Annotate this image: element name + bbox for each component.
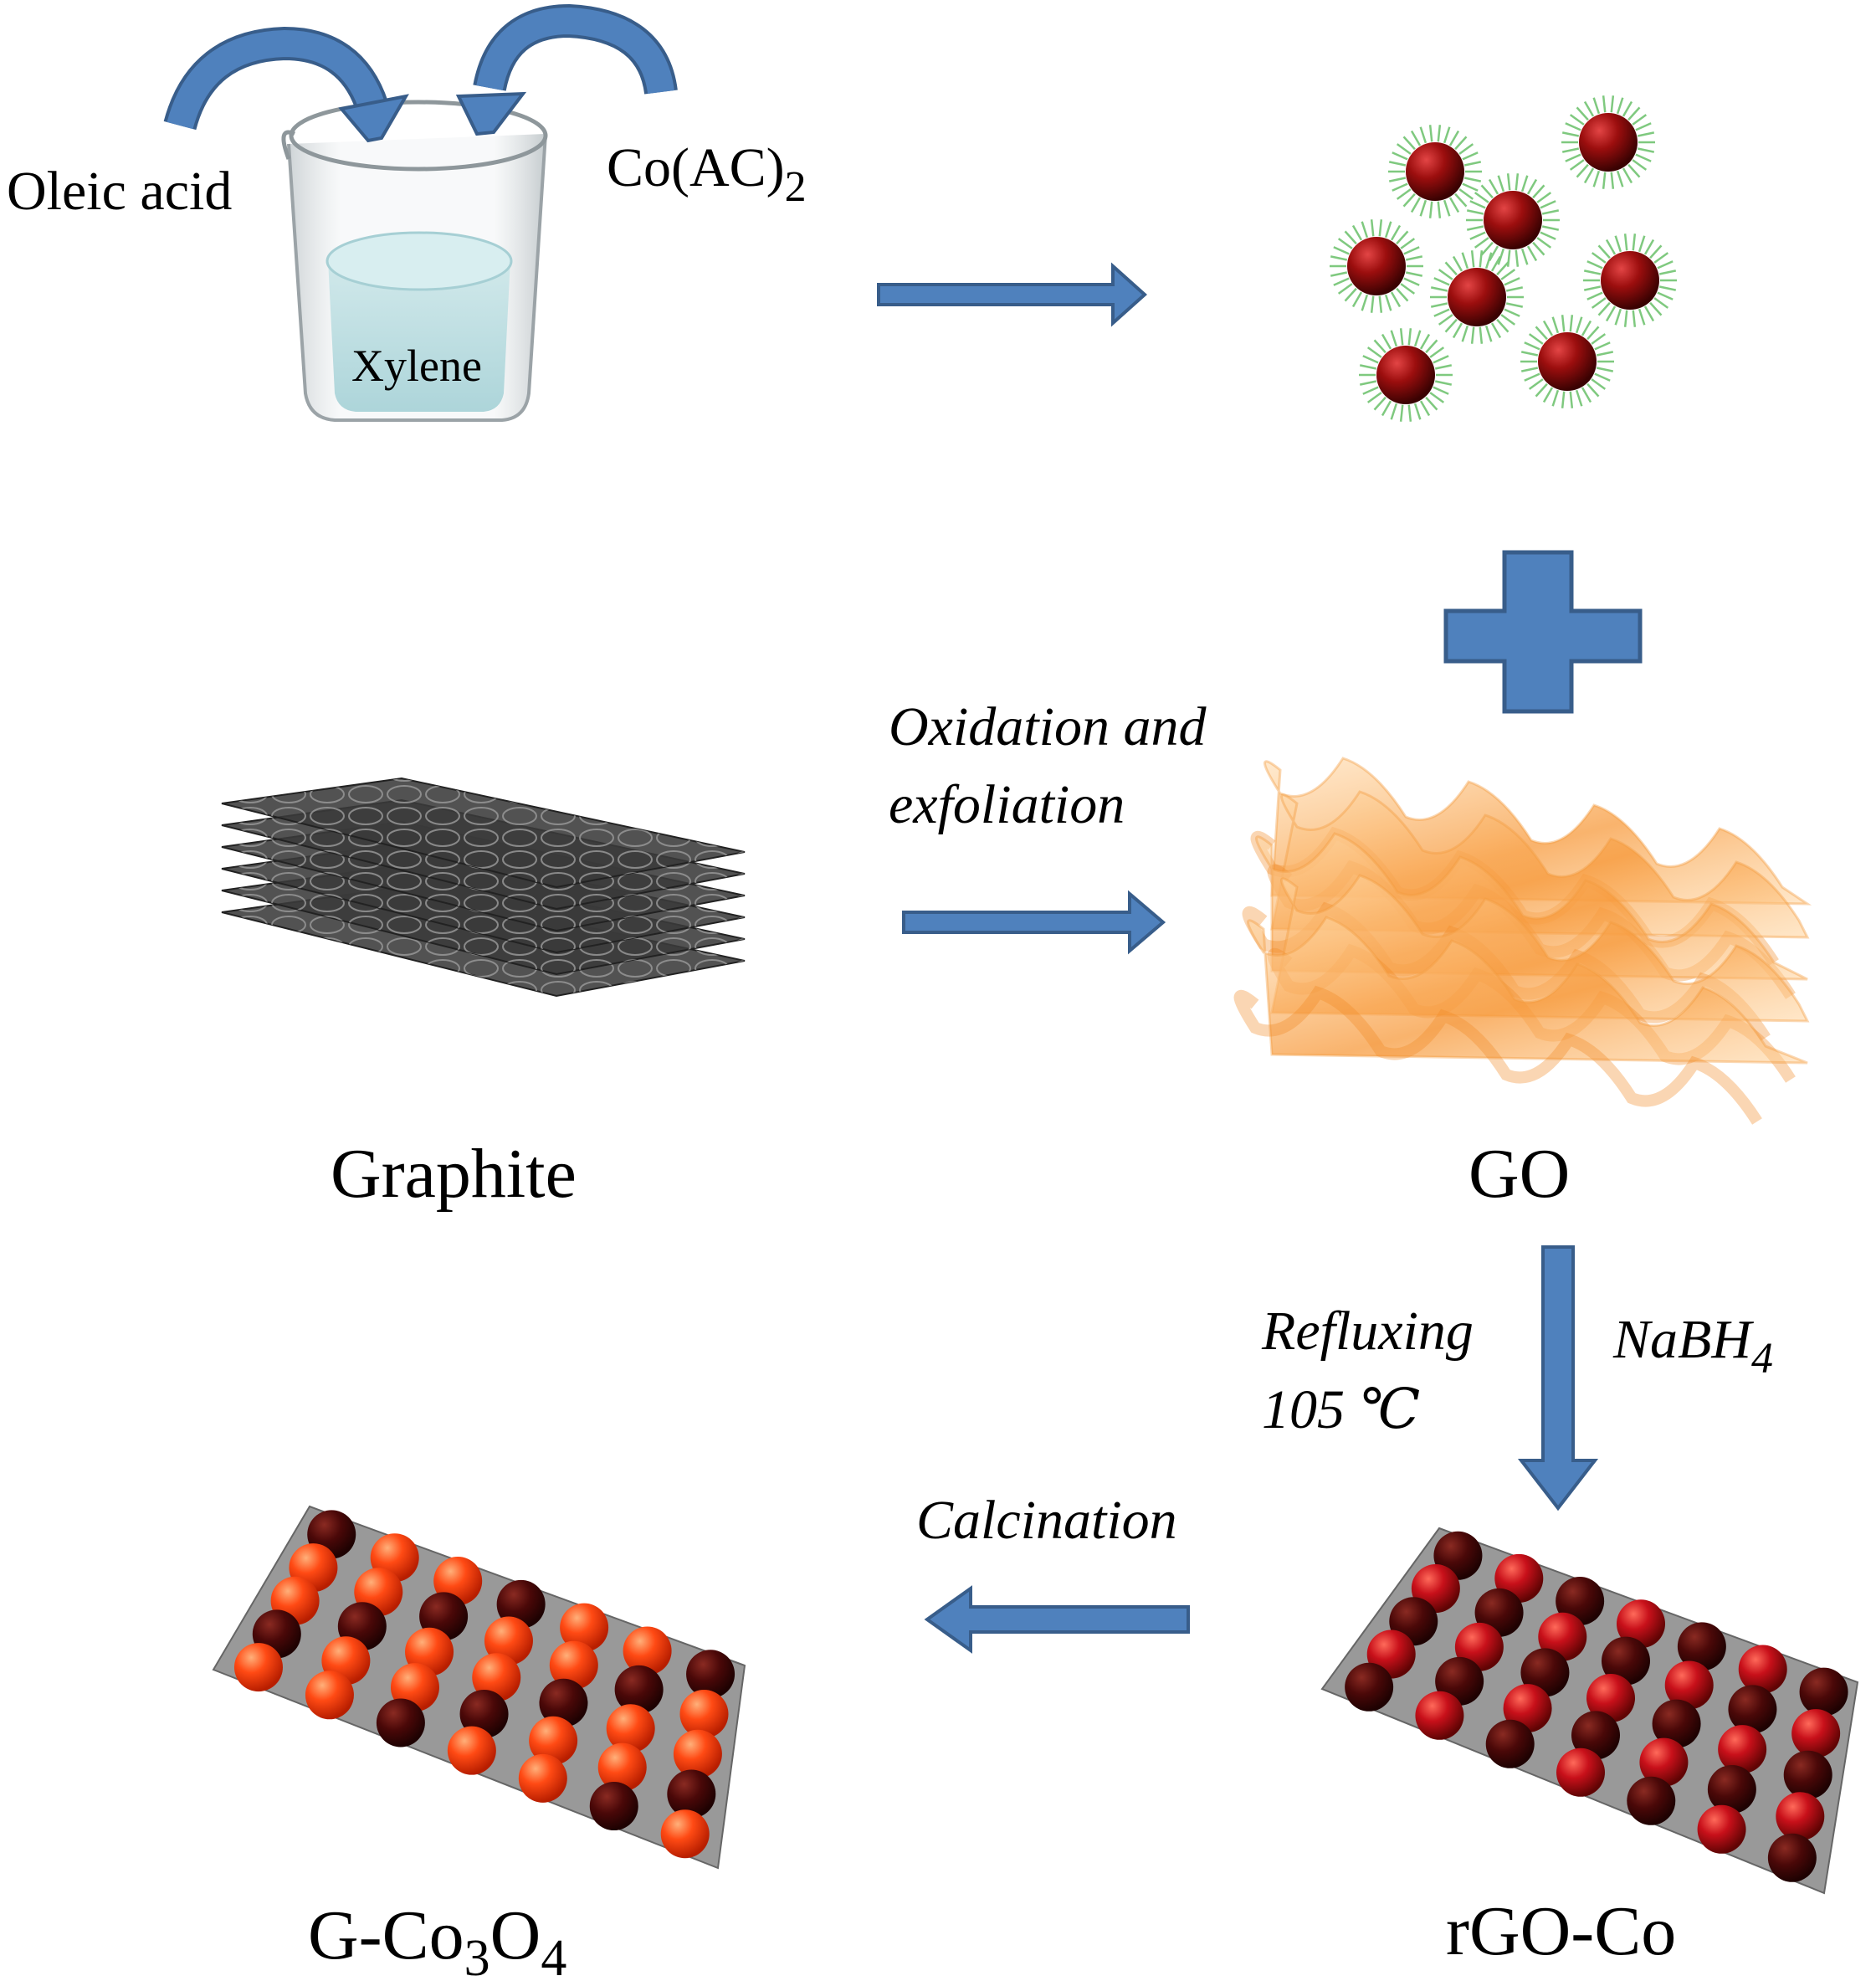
particle <box>1571 1711 1620 1760</box>
particle <box>673 1729 722 1778</box>
nanoparticle <box>1583 234 1677 327</box>
xylene-liquid <box>328 259 510 412</box>
particle <box>496 1579 546 1629</box>
particle <box>614 1665 664 1714</box>
particle <box>484 1616 533 1665</box>
curved-arrow-left <box>163 26 409 143</box>
particle <box>1556 1747 1605 1797</box>
label-co-ac: Co(AC)2 <box>607 137 807 211</box>
nanoparticle <box>1561 95 1655 189</box>
nanoparticle <box>1466 173 1560 267</box>
particle <box>1697 1804 1746 1854</box>
particle <box>539 1678 588 1727</box>
particle <box>623 1626 672 1676</box>
particle <box>679 1690 729 1739</box>
particle <box>459 1689 509 1738</box>
particle <box>686 1650 736 1699</box>
label-exfoliation: exfoliation <box>889 774 1125 835</box>
arrow-left-bottom <box>924 1585 1190 1654</box>
particle <box>606 1704 655 1753</box>
particle <box>1799 1667 1848 1717</box>
nanoparticle <box>1359 328 1453 422</box>
particle <box>589 1782 638 1831</box>
particle <box>1783 1750 1832 1799</box>
particle <box>472 1653 521 1702</box>
beaker <box>281 100 548 422</box>
rgo-co-sheet <box>1320 1527 1859 1895</box>
particle <box>1627 1776 1676 1825</box>
particle <box>1718 1725 1767 1774</box>
particle <box>1677 1622 1726 1671</box>
go-sheet-layer <box>1233 916 1808 1125</box>
particle <box>376 1698 425 1747</box>
label-refluxing: Refluxing <box>1261 1301 1474 1362</box>
label-rgo-co: rGO-Co <box>1446 1892 1676 1970</box>
arrow-right-middle <box>902 890 1166 955</box>
particle <box>1345 1662 1394 1712</box>
particle <box>667 1769 716 1819</box>
nanoparticle <box>1330 219 1423 313</box>
particle <box>1776 1792 1825 1841</box>
label-oleic-acid: Oleic acid <box>7 161 232 222</box>
particle <box>1652 1699 1701 1748</box>
plus-icon <box>1443 550 1643 714</box>
particle <box>1728 1685 1777 1734</box>
particle <box>1639 1737 1689 1787</box>
particle <box>1617 1599 1665 1649</box>
graphite-layer <box>221 777 746 889</box>
label-g-co3o4: G-Co3O4 <box>308 1896 566 1977</box>
particle <box>1767 1833 1817 1882</box>
particle <box>1707 1764 1756 1814</box>
particle <box>518 1753 567 1803</box>
g-co3o4-sheet <box>212 1505 746 1870</box>
label-oxidation: Oxidation and <box>889 696 1207 757</box>
label-go: GO <box>1469 1135 1570 1213</box>
particle <box>549 1640 598 1690</box>
particle <box>305 1671 354 1720</box>
label-calcination: Calcination <box>916 1490 1177 1551</box>
nanoparticle <box>1520 315 1614 408</box>
particle <box>233 1643 283 1692</box>
arrow-right-top <box>877 262 1147 327</box>
particle <box>560 1603 609 1652</box>
particle <box>529 1716 578 1765</box>
oleic-capped-nanoparticles <box>1330 95 1677 422</box>
label-temperature: 105 ℃ <box>1262 1379 1420 1440</box>
particle <box>1738 1645 1787 1694</box>
label-graphite: Graphite <box>331 1135 577 1213</box>
particle <box>660 1809 710 1859</box>
label-xylene: Xylene <box>351 341 482 391</box>
particle <box>1415 1691 1464 1740</box>
particle <box>447 1726 496 1775</box>
graphene-oxide-sheets <box>1233 757 1812 1125</box>
label-nabh4: NaBH4 <box>1612 1309 1773 1383</box>
particle <box>1586 1674 1635 1722</box>
particle <box>1602 1636 1650 1686</box>
nanoparticle <box>1430 250 1524 344</box>
beaker-spout <box>281 130 296 160</box>
nanoparticle <box>1388 125 1482 218</box>
arrow-down <box>1517 1245 1599 1511</box>
particle <box>1485 1719 1535 1768</box>
particle <box>597 1742 647 1792</box>
particle <box>1791 1709 1841 1758</box>
particle <box>1664 1660 1714 1710</box>
graphite-stack <box>221 777 746 998</box>
curved-arrow-right <box>455 3 678 136</box>
